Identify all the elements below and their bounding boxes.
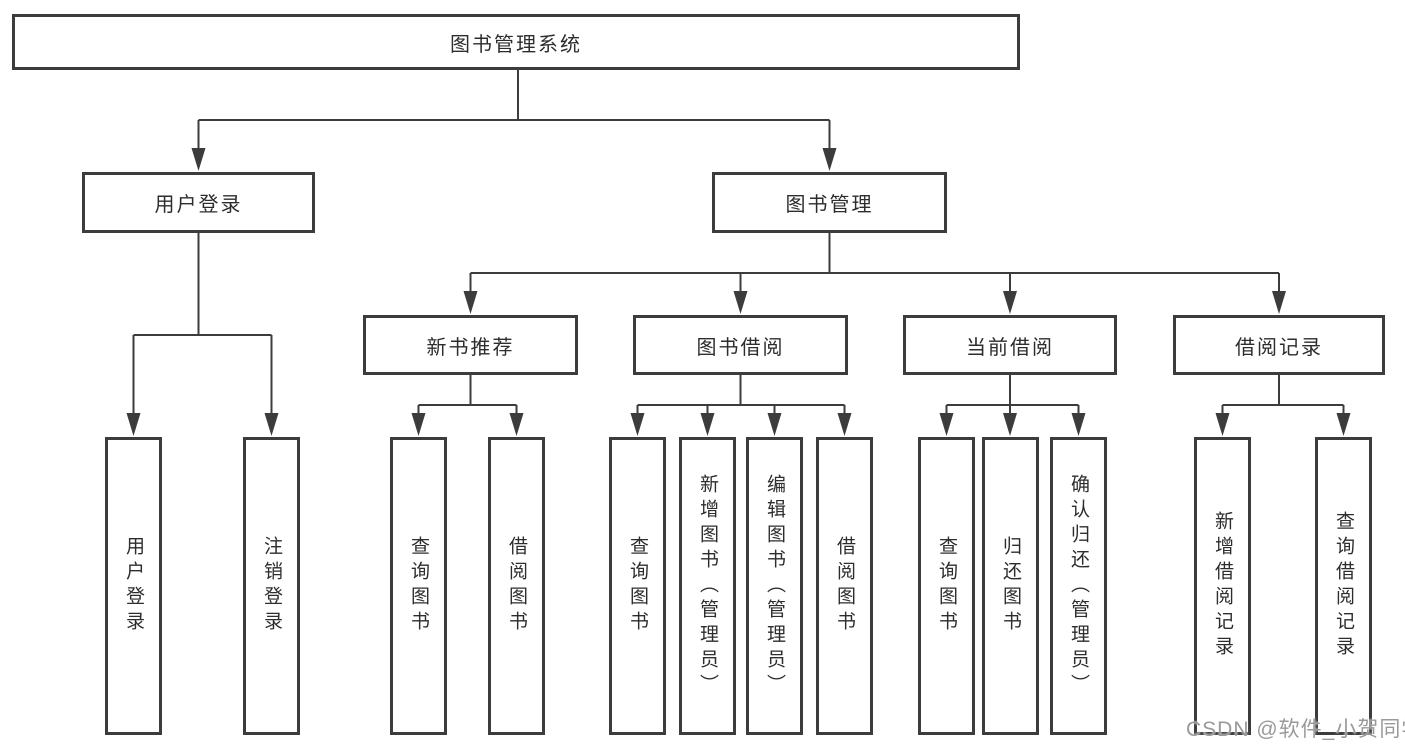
leaf-query-books-borrowing: 查询图书: [609, 437, 666, 735]
leaf-query-books-current: 查询图书: [918, 437, 975, 735]
leaf-add-borrow-record: 新增借阅记录: [1194, 437, 1251, 735]
node-borrow-records: 借阅记录: [1173, 315, 1385, 375]
node-borrow-records-label: 借阅记录: [1235, 336, 1323, 359]
node-book-management-label: 图书管理: [785, 194, 874, 216]
node-user-login-label: 用户登录: [154, 194, 243, 216]
node-current-borrowing: 当前借阅: [903, 315, 1117, 375]
leaf-query-books-recommend: 查询图书: [390, 437, 447, 735]
leaf-borrow-books-recommend: 借阅图书: [488, 437, 545, 735]
leaf-add-books-admin: 新增图书（管理员）: [679, 437, 736, 735]
leaf-borrow-books-borrowing: 借阅图书: [816, 437, 873, 735]
leaf-return-books: 归还图书: [982, 437, 1039, 735]
node-root: 图书管理系统: [12, 14, 1020, 70]
leaf-query-borrow-record: 查询借阅记录: [1315, 437, 1372, 735]
node-user-login: 用户登录: [82, 172, 315, 233]
node-new-book-recommend: 新书推荐: [363, 315, 578, 375]
node-book-borrowing: 图书借阅: [633, 315, 848, 375]
node-root-label: 图书管理系统: [450, 33, 582, 56]
leaf-user-login: 用户登录: [105, 437, 162, 735]
node-book-management: 图书管理: [712, 172, 947, 233]
node-new-book-recommend-label: 新书推荐: [426, 336, 515, 359]
leaf-edit-books-admin: 编辑图书（管理员）: [746, 437, 803, 735]
leaf-confirm-return-admin: 确认归还（管理员）: [1050, 437, 1107, 735]
leaf-logout: 注销登录: [243, 437, 300, 735]
node-book-borrowing-label: 图书借阅: [696, 336, 785, 359]
csdn-watermark: CSDN @软件_小贺同学: [1186, 718, 1405, 741]
node-current-borrowing-label: 当前借阅: [966, 336, 1054, 359]
